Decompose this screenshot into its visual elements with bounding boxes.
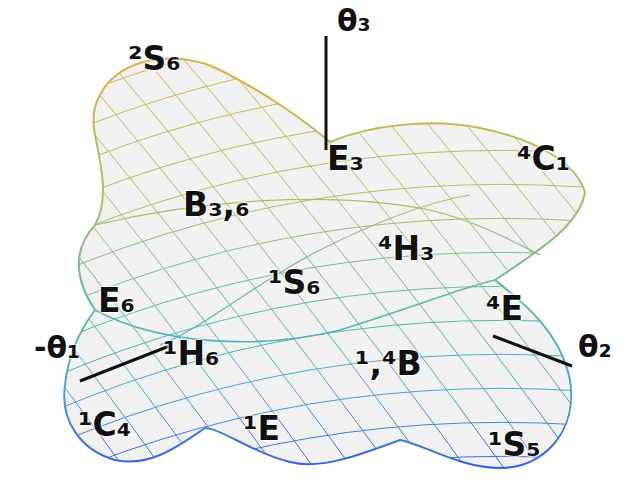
conformer-label: ¹S₅ [488,428,541,461]
axis-label: -θ₁ [34,333,80,363]
conformer-label: E₆ [98,284,135,317]
conformer-label: ¹H₆ [163,337,220,370]
axis-label: θ₃ [337,6,371,36]
conformer-label: ⁴E [486,292,523,325]
conformer-label: E₃ [327,142,364,175]
conformer-label: ²S₆ [128,42,181,75]
conformer-label: ⁴H₃ [378,232,435,265]
axis-label: θ₂ [578,332,612,362]
conformer-label: ¹C₄ [78,408,131,441]
conformer-label: B₃,₆ [183,188,250,221]
conformer-label: ¹,⁴B [355,347,422,380]
conformer-label: ¹S₆ [268,266,321,299]
conformer-label: ⁴C₁ [517,142,570,175]
conformer-label: ¹E [243,412,280,445]
